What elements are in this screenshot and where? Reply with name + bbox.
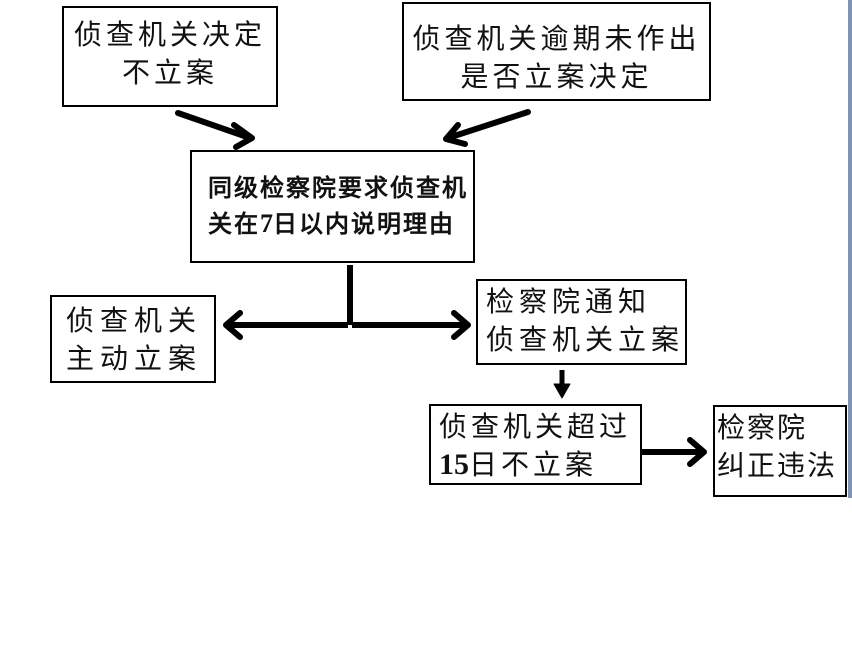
node-text-line: 检察院 xyxy=(717,411,808,444)
node-investigator-file-case: 侦查机关 主动立案 xyxy=(50,295,216,383)
node-correct-violation: 检察院 纠正违法 xyxy=(713,405,847,497)
node-overdue-15-days: 侦查机关超过 15日不立案 xyxy=(429,404,642,485)
node-overdue-no-decision: 侦查机关逾期未作出 是否立案决定 xyxy=(402,2,711,101)
day-count: 15 xyxy=(439,448,469,481)
text-part: 关在 xyxy=(208,209,260,238)
arrow-b6-to-b7 xyxy=(642,437,707,467)
node-text-line: 侦查机关决定 xyxy=(73,18,266,51)
node-text-line: 侦查机关逾期未作出 xyxy=(412,22,701,55)
text-part: 日以内说明理由 xyxy=(273,209,455,238)
node-text-line: 侦查机关超过 xyxy=(439,410,632,443)
node-decision-no-case: 侦查机关决定 不立案 xyxy=(62,6,278,107)
node-text-line: 纠正违法 xyxy=(717,449,838,482)
node-text-line: 检察院通知 xyxy=(486,285,652,318)
arrow-b2-to-b3 xyxy=(443,109,531,147)
arrow-b5-to-b6 xyxy=(553,370,571,399)
node-text-line: 侦查机关立案 xyxy=(486,323,685,356)
node-text-line: 不立案 xyxy=(121,56,218,89)
node-text-line: 关在7日以内说明理由 xyxy=(208,206,473,242)
node-text-line: 同级检察院要求侦查机 xyxy=(208,173,468,202)
arrow-b3-to-b5 xyxy=(352,310,471,340)
node-text-line: 15日不立案 xyxy=(439,446,640,484)
node-text-line: 主动立案 xyxy=(66,342,203,375)
node-procuratorate-notify: 检察院通知 侦查机关立案 xyxy=(476,279,687,365)
day-count: 7 xyxy=(260,209,273,238)
node-text-line: 是否立案决定 xyxy=(460,60,653,93)
text-part: 日不立案 xyxy=(469,448,598,481)
node-procuratorate-request-reason: 同级检察院要求侦查机 关在7日以内说明理由 xyxy=(190,150,475,263)
arrow-b3-to-b4 xyxy=(223,310,348,340)
arrow-b1-to-b3 xyxy=(175,110,255,150)
node-text-line: 侦查机关 xyxy=(66,304,203,337)
window-edge-bar xyxy=(848,0,852,498)
